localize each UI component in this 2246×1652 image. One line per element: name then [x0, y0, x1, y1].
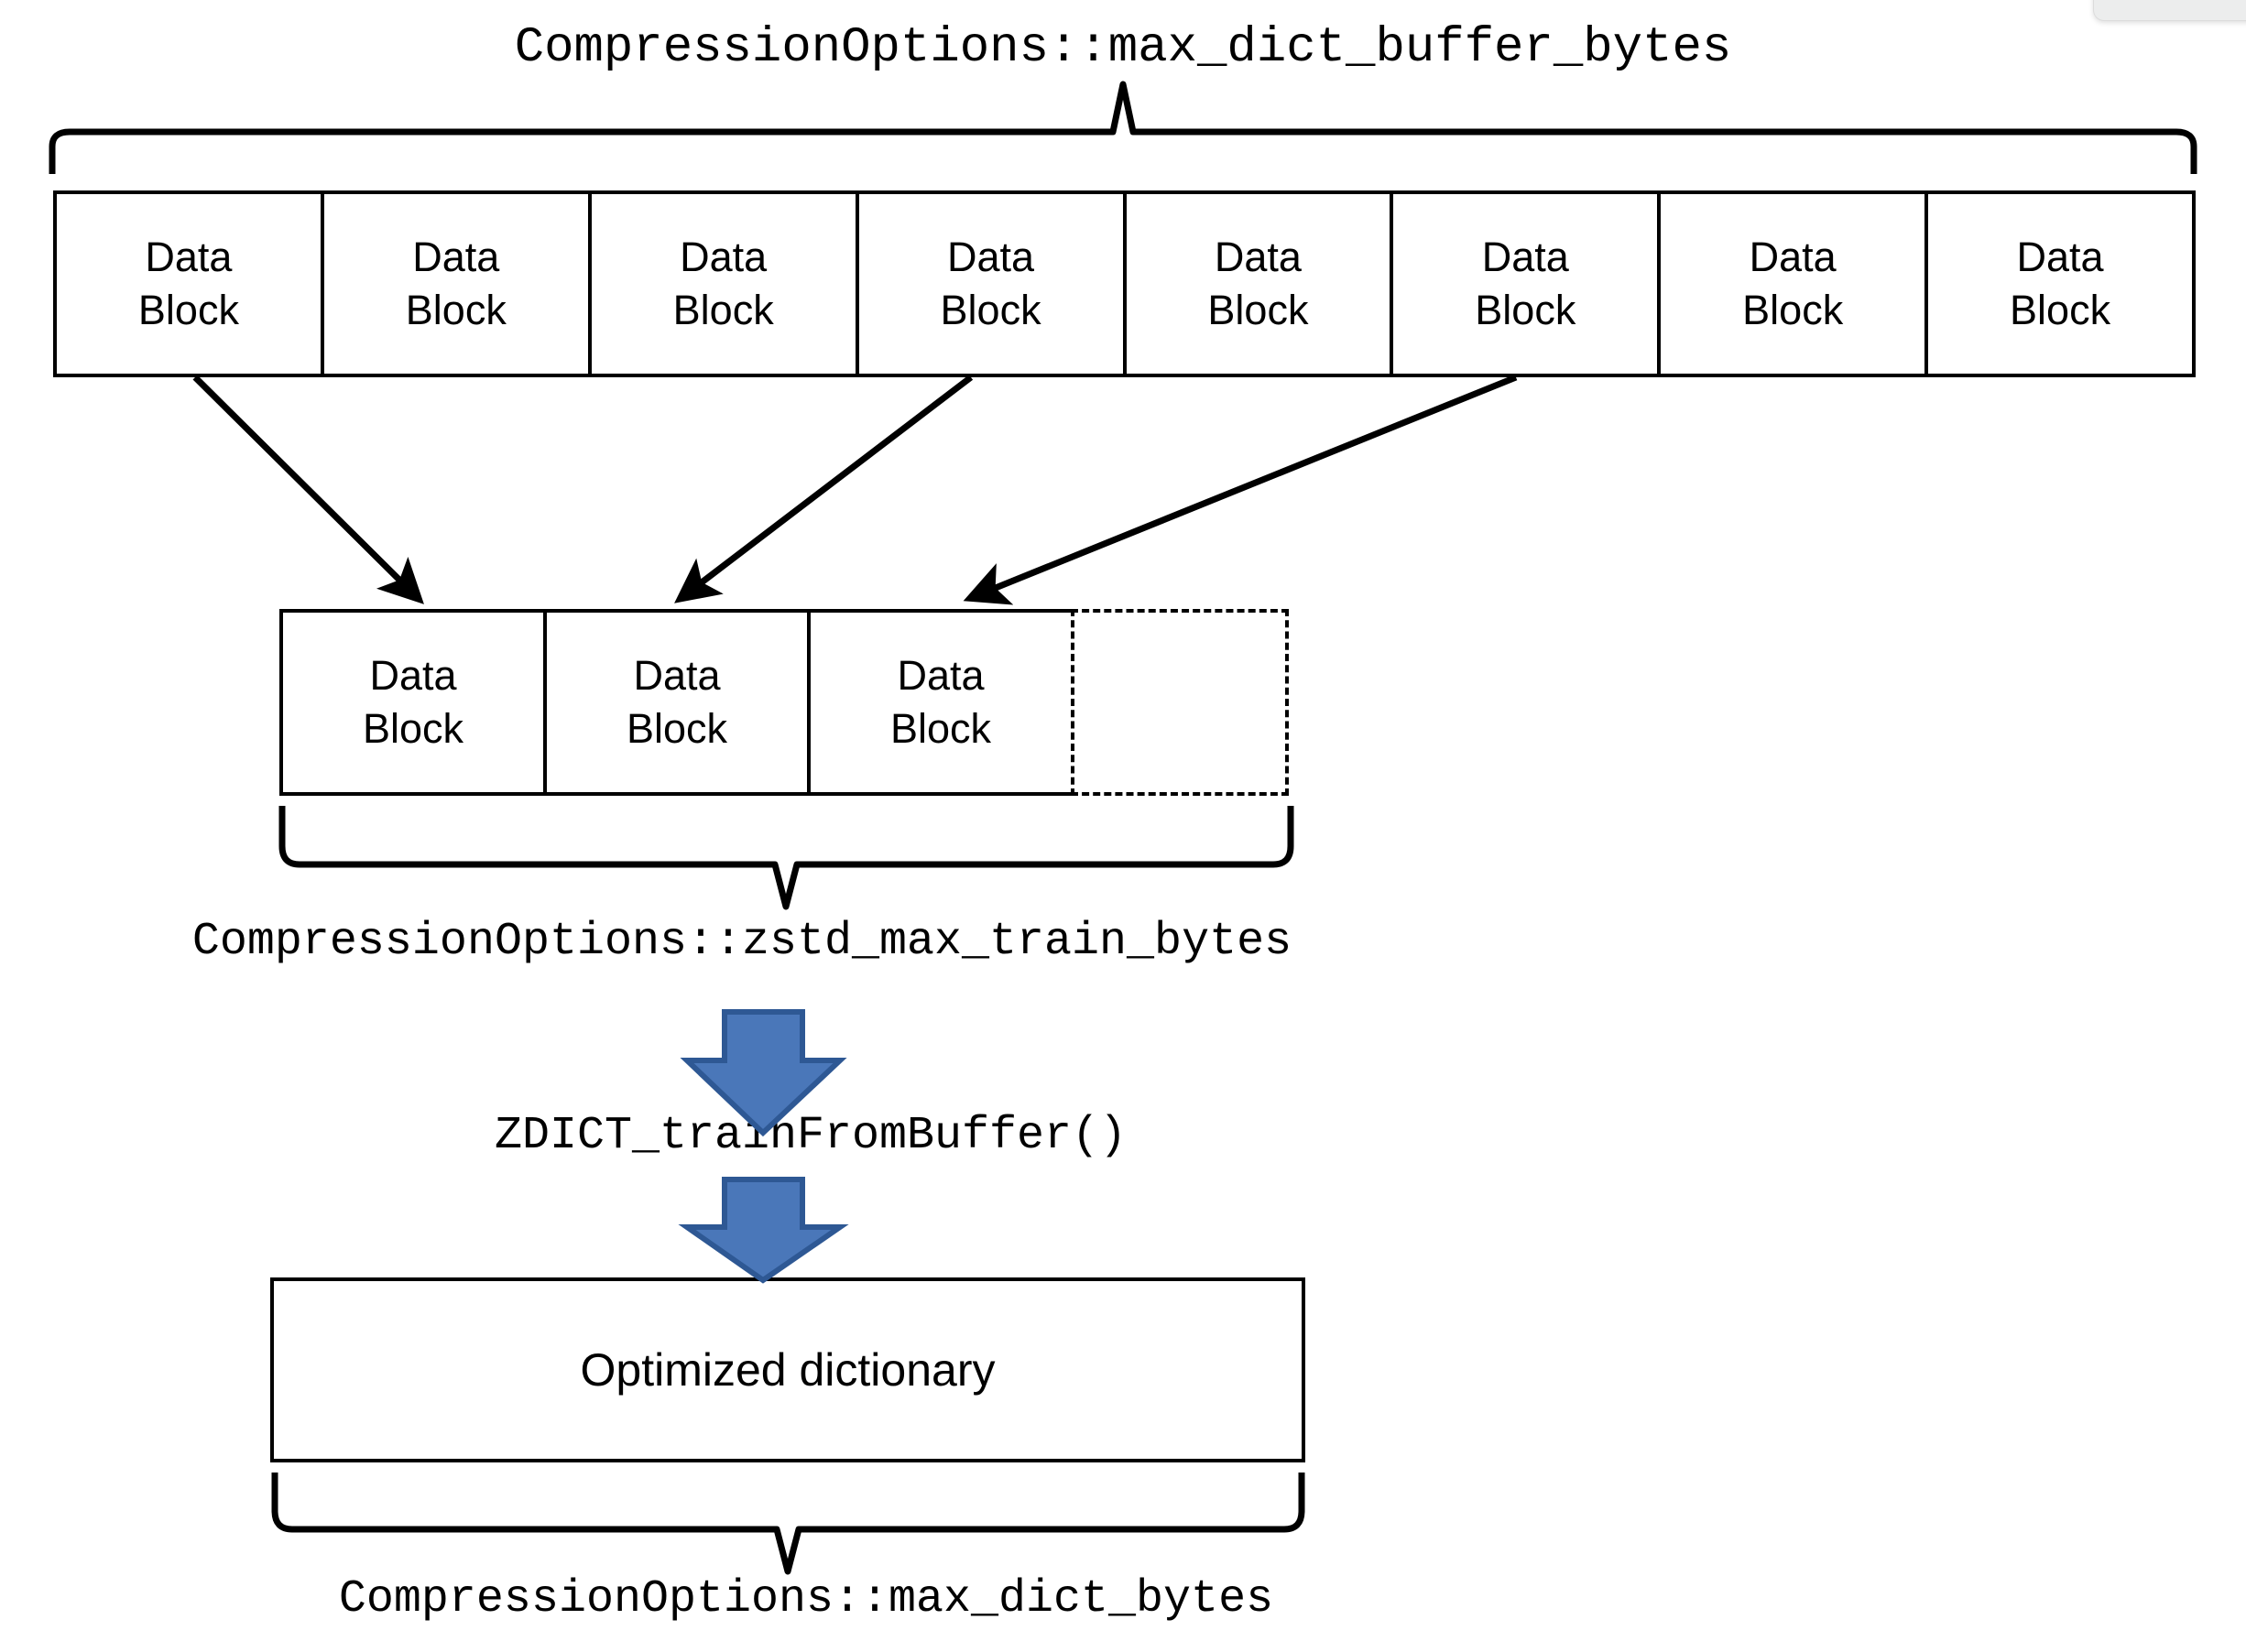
data-block-line1: Data: [145, 233, 233, 280]
data-block-line2: Block: [672, 287, 774, 333]
optimized-dictionary-label: Optimized dictionary: [580, 1344, 996, 1396]
label-max-dict-bytes: CompressionOptions::max_dict_bytes: [338, 1573, 1274, 1625]
sampling-arrow-3: [963, 374, 1518, 605]
data-block-line2: Block: [137, 287, 239, 333]
data-block-line1: Data: [1214, 233, 1302, 280]
data-block-line1: Data: [1481, 233, 1569, 280]
data-block-line2: Block: [626, 705, 728, 752]
data-block: Data Block: [807, 609, 1074, 796]
data-block-line2: Block: [362, 705, 464, 752]
label-max-dict-buffer-bytes: CompressionOptions::max_dict_buffer_byte…: [514, 20, 1732, 76]
sampling-arrow-1: [192, 375, 424, 604]
flow-arrow-down-2: [678, 1177, 849, 1284]
data-block: Data Block: [1390, 190, 1662, 377]
data-block-line1: Data: [1749, 233, 1837, 280]
training-data-block-row: Data Block Data Block Data Block: [279, 609, 1296, 796]
data-block-line2: Block: [940, 287, 1041, 333]
data-block: Data Block: [855, 190, 1127, 377]
optimized-dictionary-box: Optimized dictionary: [270, 1277, 1305, 1462]
label-zstd-max-train-bytes: CompressionOptions::zstd_max_train_bytes: [191, 916, 1292, 968]
data-block: Data Block: [1657, 190, 1929, 377]
data-block-line1: Data: [369, 651, 457, 699]
data-block-line1: Data: [947, 233, 1035, 280]
data-block-line1: Data: [2016, 233, 2104, 280]
sampling-arrows: [192, 374, 1518, 605]
data-block: Data Block: [1122, 190, 1394, 377]
data-block: Data Block: [587, 190, 859, 377]
data-block-line2: Block: [405, 287, 507, 333]
label-zdict-train-from-buffer: ZDICT_trainFromBuffer(): [494, 1110, 1128, 1162]
data-block: Data Block: [543, 609, 811, 796]
data-block-line1: Data: [412, 233, 500, 280]
data-block-line2: Block: [1742, 287, 1844, 333]
top-data-block-row: Data Block Data Block Data Block Data Bl…: [53, 190, 2196, 377]
data-block-line2: Block: [889, 705, 992, 752]
data-block: Data Block: [1924, 190, 2196, 377]
data-block-line1: Data: [633, 651, 721, 699]
sampling-arrow-2: [674, 375, 974, 603]
data-block: Data Block: [53, 190, 324, 377]
data-block: Data Block: [320, 190, 592, 377]
brace-zstd-max-train-bytes: [278, 806, 1294, 910]
data-block-line2: Block: [1207, 287, 1309, 333]
data-block-line1: Data: [897, 651, 985, 699]
data-block-line1: Data: [680, 233, 768, 280]
data-block: Data Block: [279, 609, 547, 796]
data-block-line2: Block: [2010, 287, 2111, 333]
brace-max-dict-buffer-bytes: [49, 81, 2197, 174]
data-block-line2: Block: [1475, 287, 1576, 333]
empty-slot-placeholder: [1071, 609, 1289, 796]
browser-chrome-fragment: [2093, 0, 2246, 21]
brace-max-dict-bytes: [271, 1473, 1305, 1575]
